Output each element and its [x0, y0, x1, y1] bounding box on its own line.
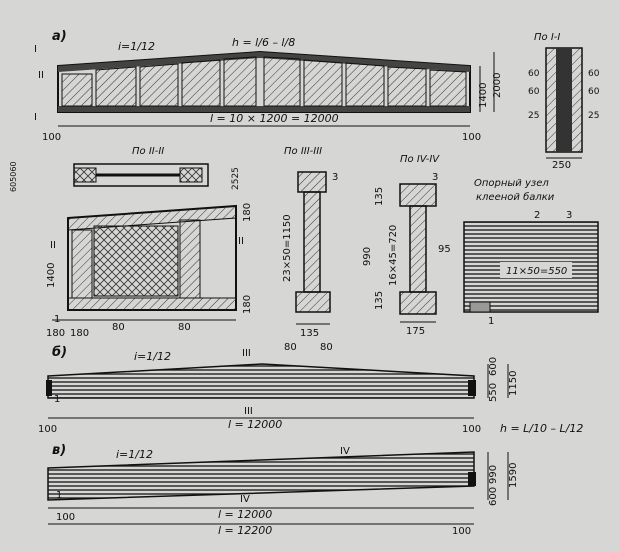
truss-panels	[61, 56, 467, 107]
section-mark-I-bottom: I	[34, 112, 37, 123]
bottom-chord	[58, 106, 470, 112]
section-mark-IV-top: IV	[340, 446, 350, 457]
node-1-b: 1	[54, 394, 60, 405]
section-mark-III-top: III	[242, 348, 251, 359]
dim-1590-v: 1590	[508, 463, 519, 488]
h-formula-b: h = L/10 – L/12	[500, 422, 583, 435]
dim-175: 175	[406, 326, 425, 337]
dim-100-right-v: 100	[452, 526, 471, 537]
dim-180-top: 180	[242, 203, 253, 222]
dim-135-III: 135	[300, 328, 319, 339]
section-III-title: По III-III	[284, 146, 322, 157]
dim-80-panel-2: 80	[178, 322, 191, 333]
support-node: Опорный узел клееной балки 11×50=550 2 3…	[463, 178, 599, 327]
support-title-1: Опорный узел	[474, 178, 549, 189]
dim-60-1: 60	[528, 69, 540, 79]
dim-95: 95	[438, 244, 451, 255]
section-mark-IV-bottom: IV	[240, 494, 250, 505]
section-I-I: По I-I 60 60 60 60 25 25 250	[528, 32, 600, 171]
dim-600-b: 600	[488, 357, 499, 376]
dim-60-4: 60	[588, 87, 600, 97]
section-mark-II-left: II	[50, 240, 56, 251]
part-v-label: в)	[52, 443, 66, 458]
slope-label-a: i=1/12	[118, 40, 155, 53]
dim-2000-a: 2000	[492, 73, 503, 98]
dim-250: 250	[552, 160, 571, 171]
dim-550-b: 550	[488, 383, 499, 402]
section-II-title: По II-II	[132, 146, 164, 157]
section-II-II: По II-II 605060 2525	[9, 146, 241, 192]
part-b-label: б)	[52, 345, 67, 360]
node-1-support: 1	[488, 316, 494, 327]
span-label-v1: l = 12000	[218, 508, 272, 521]
web-IV-label: 16×45=720	[388, 225, 399, 286]
dim-80-III-right: 80	[320, 342, 333, 353]
dim-2525: 2525	[231, 167, 241, 190]
span-label-b: l = 12000	[228, 418, 282, 431]
dim-1150-b: 1150	[508, 371, 519, 396]
top-chord	[58, 52, 470, 72]
dim-25-2: 25	[588, 111, 599, 121]
dim-100-left-b: 100	[38, 424, 57, 435]
beam-b-body	[47, 363, 475, 399]
dim-80-III-left: 80	[284, 342, 297, 353]
dim-180-right: 180	[242, 295, 253, 314]
truss-elevation: а) h = l/6 – l/8 i=1/12 I I II l = 10 × …	[34, 29, 503, 143]
dim-605060: 605060	[9, 161, 18, 192]
dim-135-IV-top: 135	[374, 187, 385, 206]
span-label-a: l = 10 × 1200 = 12000	[210, 112, 339, 125]
dim-60-3: 60	[588, 69, 600, 79]
truss-outline	[57, 50, 471, 113]
h-formula-a: h = l/6 – l/8	[232, 36, 295, 49]
slope-label-b: i=1/12	[134, 350, 171, 363]
dim-600-v: 600	[488, 487, 499, 506]
dim-100-left-a: 100	[42, 132, 61, 143]
dim-80-panel-1: 80	[112, 322, 125, 333]
support-title-2: клееной балки	[476, 191, 555, 203]
node-3-support: 3	[566, 210, 572, 221]
section-mark-III-bottom: III	[244, 406, 253, 417]
support-layers-label: 11×50=550	[506, 266, 567, 277]
dim-180-bottom-2: 180	[70, 328, 89, 339]
section-mark-I-top: I	[34, 44, 37, 55]
section-mark-II-right: II	[238, 236, 244, 247]
beam-elevation-v: в) i=1/12 IV 1 IV l = 12000 l = 12200 10…	[47, 443, 519, 537]
node-1-v: 1	[56, 490, 62, 501]
dim-100-right-b: 100	[462, 424, 481, 435]
section-I-title: По I-I	[534, 32, 560, 43]
node-3-III: 3	[332, 172, 338, 183]
section-IV-IV: По IV-IV 3 135 135 990 16×45=720 95 175	[362, 154, 451, 337]
panel-detail: II II 1400 180 180 180 180 80 80 1	[46, 203, 253, 339]
beam-v-body	[47, 451, 475, 501]
web-III-label: 23×50=1150	[282, 214, 293, 282]
node-3-IV: 3	[432, 172, 438, 183]
dim-1400-panel: 1400	[46, 263, 57, 288]
dim-100-right-a: 100	[462, 132, 481, 143]
dim-135-IV-bottom: 135	[374, 291, 385, 310]
dim-100-left-v: 100	[56, 512, 75, 523]
slope-label-v: i=1/12	[116, 448, 153, 461]
section-IV-title: По IV-IV	[400, 154, 440, 165]
dim-1400-a: 1400	[478, 83, 489, 108]
node-2-support: 2	[534, 210, 540, 221]
span-label-v2: l = 12200	[218, 524, 272, 537]
section-mark-II: II	[38, 70, 44, 81]
dim-180-bottom: 180	[46, 328, 65, 339]
part-a-label: а)	[52, 29, 67, 44]
dim-990-v: 990	[488, 465, 499, 484]
section-III-III: По III-III 3 23×50=1150 135 80 80	[282, 146, 338, 353]
dim-25-1: 25	[528, 111, 539, 121]
dim-990-IV: 990	[362, 247, 373, 266]
beam-elevation-b: б) i=1/12 III 1 III l = 12000 100 100 60…	[38, 345, 583, 435]
dim-60-2: 60	[528, 87, 540, 97]
